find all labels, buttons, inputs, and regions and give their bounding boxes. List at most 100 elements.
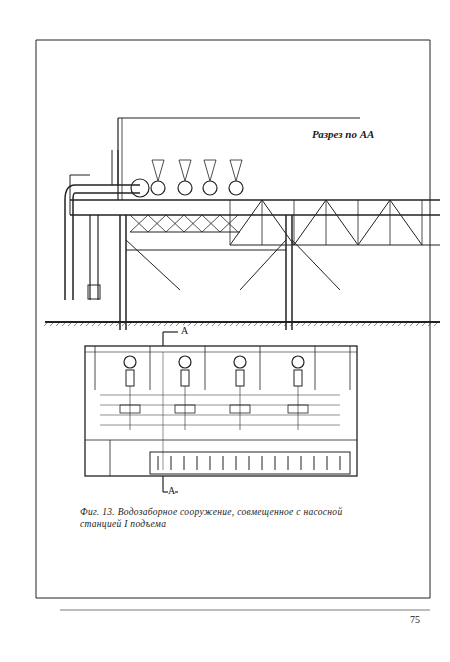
page-frame: [60, 610, 430, 611]
motor-line: [204, 160, 210, 181]
pump-plan: [124, 356, 136, 368]
plan-bay: [350, 346, 351, 390]
truss-member: [294, 200, 326, 245]
valve-plan: [175, 405, 195, 413]
truss-chord: [230, 244, 440, 245]
ground-hatch: [350, 322, 354, 326]
ground-hatch: [176, 322, 180, 326]
ground-hatch: [200, 322, 204, 326]
lattice: [220, 215, 238, 232]
ground-hatch: [434, 322, 438, 326]
intake-screen: [88, 285, 100, 299]
truss-member: [358, 200, 390, 245]
ground-hatch: [296, 322, 300, 326]
ground-hatch: [254, 322, 258, 326]
ground-hatch: [212, 322, 216, 326]
ground-hatch: [110, 322, 114, 326]
ground-hatch: [122, 322, 126, 326]
section-mark: [162, 476, 163, 492]
ground-hatch: [344, 322, 348, 326]
wall: [122, 118, 123, 200]
column: [125, 215, 127, 330]
ground-hatch: [260, 322, 264, 326]
screen-bay: [327, 456, 328, 470]
page-frame: [430, 40, 431, 598]
valve-plan: [288, 405, 308, 413]
deck-edge: [70, 175, 90, 176]
screen-bay: [223, 456, 224, 470]
screen-bay: [262, 456, 263, 470]
truss-member: [390, 200, 422, 245]
plan-bay: [260, 346, 261, 390]
page-frame: [36, 598, 430, 599]
lattice: [220, 215, 238, 232]
section-line: [163, 352, 164, 470]
ground-hatch: [404, 322, 408, 326]
truss-post: [326, 200, 327, 245]
pump-symbol: [229, 181, 243, 195]
truss-member: [326, 200, 358, 245]
ground-hatch: [224, 322, 228, 326]
vent-pipe: [112, 150, 113, 185]
platform: [126, 250, 286, 251]
screen-chamber: [150, 452, 350, 474]
dash-line: [100, 395, 340, 396]
motor-line: [185, 160, 191, 181]
ground-hatch: [152, 322, 156, 326]
section-title: Разрез по АА: [312, 128, 374, 140]
screen-bay: [275, 456, 276, 470]
pump-symbol: [151, 181, 165, 195]
ground-hatch: [146, 322, 150, 326]
ground-hatch: [308, 322, 312, 326]
lattice: [184, 215, 202, 232]
pipe: [75, 184, 140, 186]
ground-hatch: [410, 322, 414, 326]
brace: [126, 240, 180, 290]
page-frame: [36, 40, 430, 41]
ground-hatch: [278, 322, 282, 326]
ground-hatch: [50, 322, 54, 326]
truss-member: [230, 200, 262, 245]
ground-hatch: [248, 322, 252, 326]
ground-hatch: [44, 322, 48, 326]
pump-plan-body: [126, 370, 134, 386]
pump-plan-body: [181, 370, 189, 386]
plan-wall: [110, 440, 111, 476]
pump-symbol: [178, 181, 192, 195]
plan-bay: [205, 346, 206, 390]
lattice: [148, 215, 166, 232]
screen-bay: [210, 456, 211, 470]
ground-hatch: [92, 322, 96, 326]
lattice: [148, 215, 166, 232]
ground-hatch: [194, 322, 198, 326]
motor-line: [210, 160, 216, 181]
column: [291, 215, 293, 330]
pump-plan-body: [236, 370, 244, 386]
page-frame: [36, 40, 37, 598]
section-mark: [163, 331, 178, 332]
ground-hatch: [386, 322, 390, 326]
pump-plan-body: [294, 370, 302, 386]
screen-bay: [288, 456, 289, 470]
pipe-plan: [240, 386, 241, 430]
ground-hatch: [188, 322, 192, 326]
ground-hatch: [368, 322, 372, 326]
pump-plan: [179, 356, 191, 368]
lattice: [184, 215, 202, 232]
motor-line: [230, 160, 242, 161]
pump-plan: [234, 356, 246, 368]
ground-hatch: [326, 322, 330, 326]
motor-line: [152, 160, 164, 161]
ground-hatch: [116, 322, 120, 326]
motor-line: [179, 160, 191, 161]
ground-hatch: [284, 322, 288, 326]
ground-hatch: [338, 322, 342, 326]
dash-line: [100, 415, 340, 416]
section-letter: А: [168, 485, 175, 496]
ground-hatch: [416, 322, 420, 326]
lattice: [130, 215, 148, 232]
ground-hatch: [374, 322, 378, 326]
ground-hatch: [140, 322, 144, 326]
motor-line: [152, 160, 158, 181]
screen-bay: [197, 456, 198, 470]
